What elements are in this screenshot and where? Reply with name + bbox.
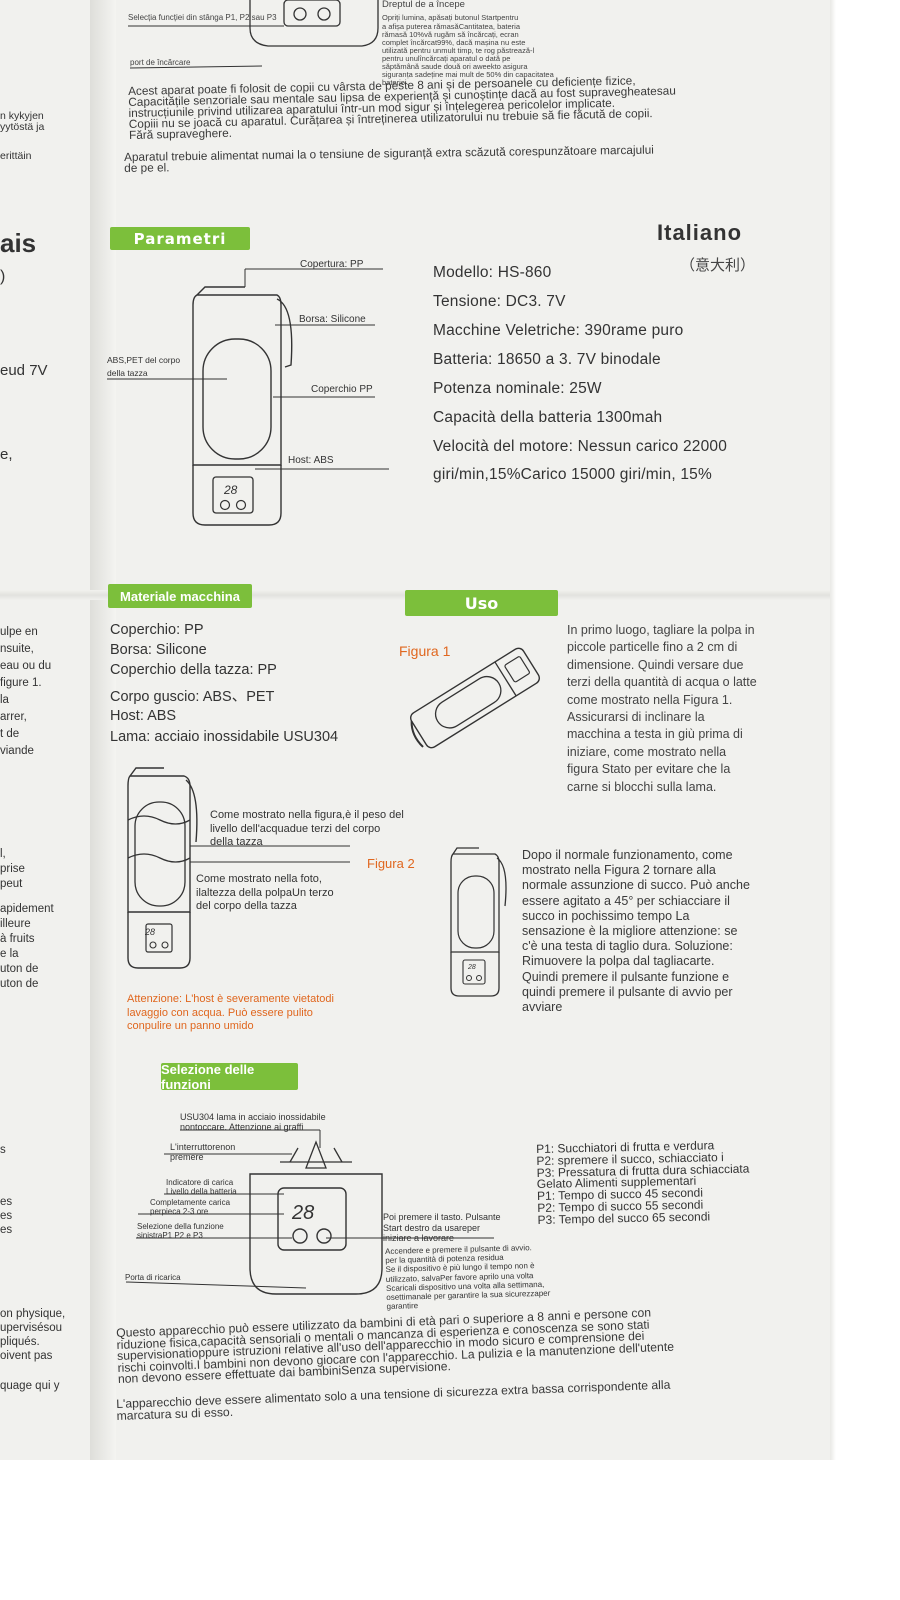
fig2-display-readout: 28 — [468, 964, 476, 971]
function-modes-list: P1: Succhiatori di frutta e verdura P2: … — [535, 1138, 750, 1227]
top-voltage-paragraph: Aparatul trebuie alimentat numai la o te… — [123, 142, 654, 175]
callout-host: Host: ABS — [288, 455, 334, 466]
spec-power: Potenza nominale: 25W — [433, 380, 602, 397]
panel-display-readout: 28 — [292, 1202, 315, 1224]
material-item: Borsa: Silicone — [110, 642, 207, 658]
callout-premere: Poi premere il tasto. Pulsante Start des… — [383, 1212, 501, 1243]
left-margin-text: l, — [0, 848, 6, 860]
left-margin-text: illeure — [0, 918, 31, 930]
left-margin-text: n kykyjen — [0, 110, 44, 122]
left-margin-text: s — [0, 1144, 6, 1156]
left-margin-text: ulpe en — [0, 626, 38, 638]
callout-porta: Porta di ricarica — [125, 1273, 181, 1282]
bottom-safety-paragraph: Questo apparecchio può essere utilizzato… — [115, 1305, 675, 1386]
figura2-label: Figura 2 — [367, 856, 415, 871]
left-margin-text: ) — [0, 268, 6, 285]
figura1-tilted-blender — [409, 647, 541, 749]
left-margin-text: pliqués. — [0, 1336, 40, 1348]
parametri-heading: Parametri — [110, 227, 250, 250]
left-margin-text: arrer, — [0, 711, 27, 723]
callout-borsa: Borsa: Silicone — [299, 314, 366, 325]
left-margin-text: es — [0, 1210, 13, 1222]
figura1-label: Figura 1 — [399, 643, 451, 659]
blender-drawing — [107, 268, 389, 526]
language-subtitle: （意大利） — [680, 257, 756, 274]
top-callout-port: port de încărcare — [130, 58, 191, 67]
spec-model: Modello: HS-860 — [433, 264, 552, 281]
left-margin-text: es — [0, 1224, 13, 1236]
fig-display-readout: 28 — [145, 927, 156, 937]
callout-accendere: Accendere e premere il pulsante di avvio… — [385, 1243, 551, 1312]
spec-motor: Macchine Veletriche: 390rame puro — [433, 322, 684, 339]
control-panel-drawing — [125, 1129, 494, 1295]
left-margin-text: viande — [0, 745, 34, 757]
material-item: Host: ABS — [110, 708, 177, 724]
material-item: Corpo guscio: ABS、PET — [110, 689, 275, 705]
left-margin-text: quage qui y — [0, 1380, 60, 1392]
left-margin-text: upervisésou — [0, 1322, 63, 1334]
top-dreptul: Dreptul de a începe — [382, 0, 465, 10]
callout-copertura: Copertura: PP — [300, 259, 364, 270]
top-safety-paragraph: Acest aparat poate fi folosit de copii c… — [127, 73, 676, 142]
manual-page: Selecția funcției din stânga P1, P2 sau … — [0, 0, 836, 1460]
callout-indicatore: Indicatore di carica Livello della batte… — [166, 1178, 237, 1196]
left-margin-text: uton de — [0, 963, 39, 975]
callout-coperchio: Coperchio PP — [311, 384, 373, 395]
bottom-voltage-paragraph: L'apparecchio deve essere alimentato sol… — [115, 1377, 671, 1423]
left-margin-text: e, — [0, 446, 13, 463]
left-margin-text: uton de — [0, 978, 39, 990]
uso-heading: Uso — [405, 590, 558, 616]
left-margin-text: la — [0, 694, 9, 706]
uso-text-1: In primo luogo, tagliare la polpa in pic… — [567, 623, 757, 794]
left-margin-text: prise — [0, 863, 25, 875]
left-margin-text: eud 7V — [0, 362, 48, 379]
left-margin-text: apidement — [0, 903, 54, 915]
left-margin-text: e la — [0, 948, 19, 960]
left-margin-text: erittäin — [0, 150, 32, 162]
top-device-drawing — [128, 0, 379, 69]
left-margin-text: es — [0, 1196, 13, 1208]
top-callout-function: Selecția funcției din stânga P1, P2 sau … — [128, 13, 277, 22]
callout-lama: USU304 lama in acciaio inossidabile nont… — [180, 1112, 326, 1132]
left-margin-heading: ais — [0, 228, 37, 258]
callout-selezione: Selezione della funzione sinistraP1 P2 e… — [137, 1222, 224, 1240]
fill-note-2: Come mostrato nella foto, ilaltezza dell… — [196, 873, 334, 912]
materiali-heading: Materiale macchina — [108, 584, 252, 608]
left-margin-text: figure 1. — [0, 677, 42, 689]
language-title: Italiano — [657, 220, 743, 245]
fill-note-1: Come mostrato nella figura,è il peso del… — [210, 809, 404, 848]
left-margin-text: à fruits — [0, 933, 35, 945]
spec-battery: Batteria: 18650 a 3. 7V binodale — [433, 351, 661, 368]
callout-interruttore: L'interruttorenon premere — [170, 1142, 236, 1162]
left-margin-text: eau ou du — [0, 660, 52, 672]
material-item: Lama: acciaio inossidabile USU304 — [110, 729, 339, 745]
display-readout: 28 — [224, 483, 238, 497]
uso-text-2: Dopo il normale funzionamento, come most… — [522, 848, 750, 1015]
callout-completamente: Completamente carica perpieca 2-3 ore — [150, 1198, 231, 1216]
left-margin-text: nsuite, — [0, 643, 34, 655]
washing-warning: Attenzione: L'host è severamente vietato… — [127, 993, 334, 1032]
fill-level-drawing — [127, 767, 350, 969]
spec-capacity: Capacità della batteria 1300mah — [433, 409, 663, 426]
figura2-upright-blender — [450, 847, 507, 997]
material-item: Coperchio: PP — [110, 622, 204, 638]
material-item: Coperchio della tazza: PP — [110, 662, 277, 678]
left-margin-text: t de — [0, 728, 20, 740]
left-margin-text: on physique, — [0, 1308, 66, 1320]
callout-abs-pet: ABS,PET del corpo della tazza — [107, 355, 181, 378]
left-margin-text: yytöstä ja — [0, 121, 45, 133]
spec-voltage: Tensione: DC3. 7V — [433, 293, 566, 310]
left-margin-text: oivent pas — [0, 1350, 53, 1362]
spec-speed: Velocità del motore: Nessun carico 22000 — [433, 438, 728, 455]
left-margin-text: peut — [0, 878, 23, 890]
selezione-heading: Selezione delle funzioni — [161, 1062, 298, 1092]
spec-speed-load: giri/min,15%Carico 15000 giri/min, 15% — [433, 466, 712, 483]
